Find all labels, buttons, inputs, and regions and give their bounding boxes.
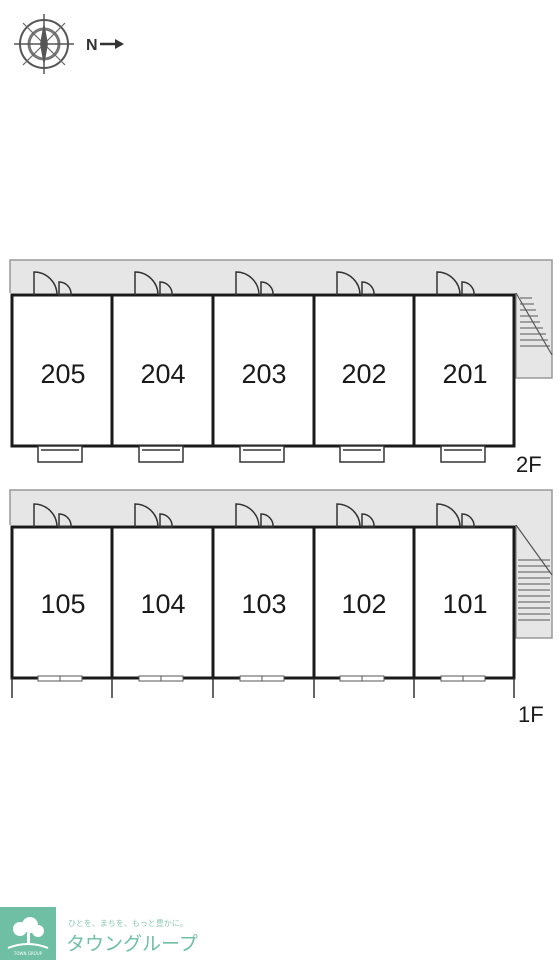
compass-needle — [40, 22, 48, 66]
unit-label: 201 — [442, 359, 487, 389]
unit-label: 102 — [341, 589, 386, 619]
logo-name: タウングループ — [66, 933, 198, 955]
compass-north-label: N — [86, 37, 98, 54]
unit-label: 105 — [40, 589, 85, 619]
compass — [14, 14, 74, 74]
building-outline-2f — [10, 293, 516, 448]
door-icon — [33, 503, 475, 528]
unit-label: 202 — [341, 359, 386, 389]
north-arrow-icon — [100, 39, 124, 49]
unit-label: 101 — [442, 589, 487, 619]
balcony-icon — [37, 445, 486, 463]
company-logo: TOWN GROUP ひとを、まちを、もっと豊かに。 タウングループ — [0, 907, 198, 960]
corridor-2f — [9, 259, 553, 379]
unit-label: 205 — [40, 359, 85, 389]
unit-label: 204 — [140, 359, 185, 389]
unit-label: 104 — [140, 589, 185, 619]
floor-label-2f: 2F — [516, 452, 542, 477]
logo-tagline: ひとを、まちを、もっと豊かに。 — [68, 918, 188, 928]
unit-label: 203 — [241, 359, 286, 389]
tree-icon — [7, 917, 49, 949]
floor-1f: 105 104 103 102 101 1F — [9, 489, 553, 727]
building-outline-1f — [10, 525, 516, 680]
stair-1f — [515, 524, 553, 621]
logo-small-text: TOWN GROUP — [13, 951, 43, 956]
floor-2f: 205 204 203 202 201 2F — [9, 259, 553, 477]
window-icon — [37, 675, 486, 682]
stair-2f — [515, 292, 553, 356]
door-icon — [33, 271, 475, 296]
unit-label: 103 — [241, 589, 286, 619]
corridor-1f — [9, 489, 553, 639]
floor-label-1f: 1F — [518, 702, 544, 727]
partition-ticks — [11, 678, 515, 698]
